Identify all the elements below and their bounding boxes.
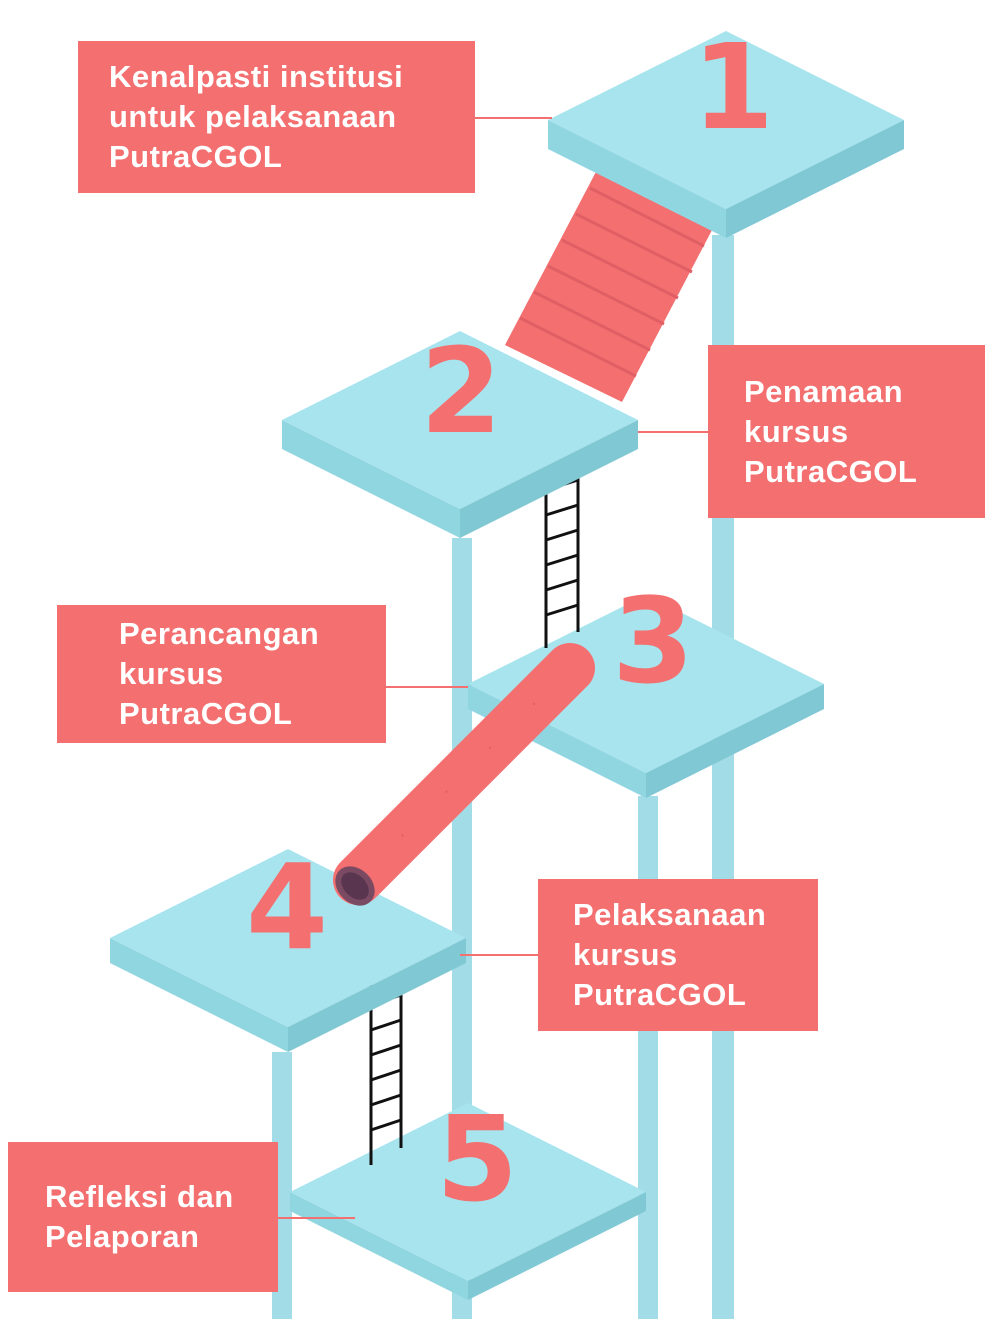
step-label-4-line-1: Pelaksanaan [573,897,767,932]
step-number-5: 5 [436,1090,518,1228]
slide-3-to-4 [333,643,595,906]
step-label-3-line-3: PutraCGOL [119,696,293,731]
pillar-platform-3 [638,796,658,1319]
step-label-1-line-2: untuk pelaksanaan [109,99,397,134]
step-label-1: Kenalpasti institusi untuk pelaksanaan P… [78,41,475,193]
step-label-4: Pelaksanaan kursus PutraCGOL [538,879,818,1031]
connector-lines [278,117,708,1219]
step-label-3: Perancangan kursus PutraCGOL [57,605,386,743]
step-label-5: Refleksi dan Pelaporan [8,1142,278,1292]
platform-1 [548,31,904,238]
step-label-3-line-1: Perancangan [119,616,320,651]
step-label-1-line-3: PutraCGOL [109,139,283,174]
step-number-4: 4 [246,838,328,976]
step-label-5-line-1: Refleksi dan [45,1179,234,1214]
step-label-4-line-3: PutraCGOL [573,977,747,1012]
step-label-4-line-2: kursus [573,937,678,972]
step-numbers: 1 2 3 4 5 [246,18,774,1228]
step-label-2: Penamaan kursus PutraCGOL [708,345,985,518]
platform-2 [282,331,638,538]
step-label-1-line-1: Kenalpasti institusi [109,59,404,94]
step-label-2-line-2: kursus [744,413,849,449]
step-label-5-line-2: Pelaporan [45,1219,200,1254]
stairs-1-to-2 [505,168,712,402]
step-label-2-line-1: Penamaan [744,373,904,409]
step-number-2: 2 [420,322,502,460]
step-number-1: 1 [692,18,774,156]
step-label-2-line-3: PutraCGOL [744,453,918,489]
step-label-3-line-2: kursus [119,656,224,691]
step-number-3: 3 [612,572,694,710]
